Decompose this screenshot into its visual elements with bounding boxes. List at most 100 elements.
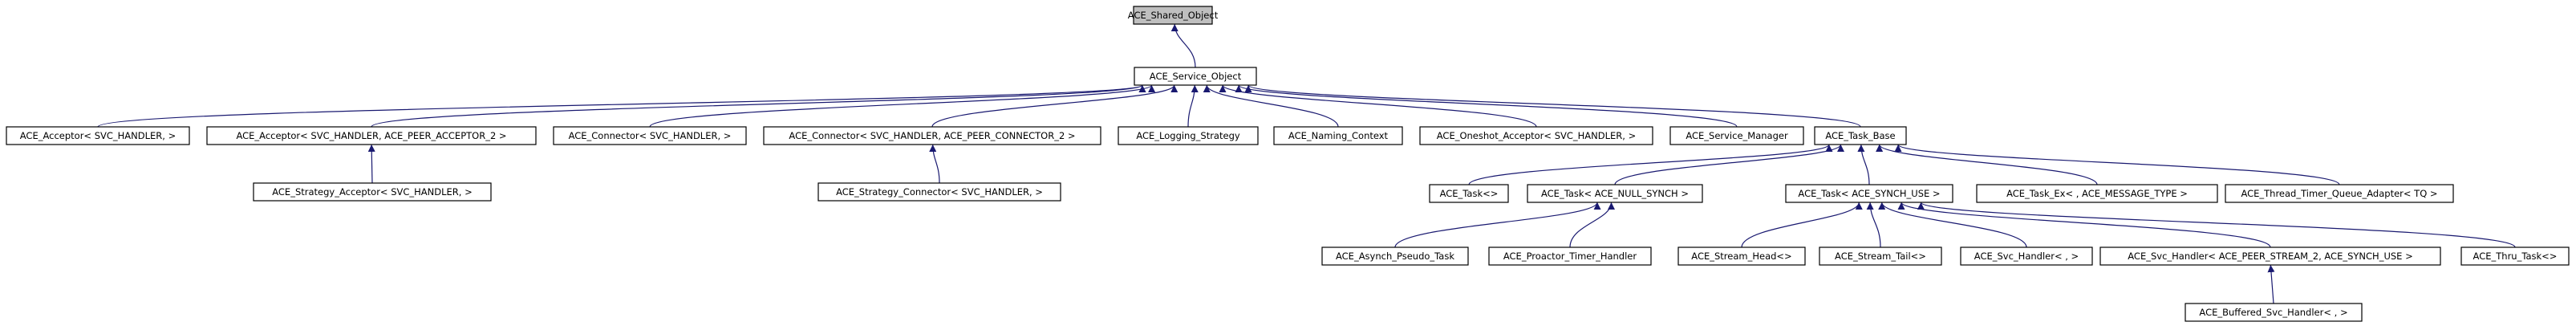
class-box	[1527, 184, 1703, 203]
class-node-acceptor[interactable]: ACE_Acceptor< SVC_HANDLER, >	[6, 126, 190, 145]
class-node-svc-handler[interactable]: ACE_Svc_Handler< , >	[1960, 246, 2093, 266]
class-box	[1134, 67, 1257, 86]
inheritance-edge-stream-tail-to-task-synch-use	[1866, 202, 1881, 248]
class-box	[1960, 246, 2093, 266]
inheritance-edge-stream-head-to-task-synch-use	[1741, 202, 1863, 248]
class-box	[763, 126, 1101, 145]
inheritance-edge-svc-handler-peer-to-task-synch-use	[1897, 202, 2271, 248]
class-node-task-synch-use[interactable]: ACE_Task< ACE_SYNCH_USE >	[1785, 184, 1953, 203]
inheritance-edge-thread-timer-queue-adapter-to-task-base	[1894, 144, 2340, 185]
class-box	[206, 126, 537, 145]
class-label: ACE_Service_Manager	[1686, 130, 1788, 141]
class-node-proactor-timer-handler[interactable]: ACE_Proactor_Timer_Handler	[1488, 246, 1652, 266]
class-box	[1273, 126, 1403, 145]
class-box	[2185, 303, 2363, 322]
class-label: ACE_Thread_Timer_Queue_Adapter< TQ >	[2241, 188, 2437, 199]
class-box	[1785, 184, 1953, 203]
class-node-shared-object[interactable]: ACE_Shared_Object	[1128, 6, 1219, 25]
class-label: ACE_Task< ACE_NULL_SYNCH >	[1541, 188, 1689, 199]
class-label: ACE_Strategy_Acceptor< SVC_HANDLER, >	[272, 186, 473, 198]
class-box	[1677, 246, 1806, 266]
class-label: ACE_Service_Object	[1150, 71, 1242, 82]
inheritance-edge-connector-peer-to-service-object	[931, 84, 1178, 128]
class-label: ACE_Strategy_Connector< SVC_HANDLER, >	[836, 186, 1043, 198]
edges-layer	[97, 23, 2516, 304]
class-node-service-manager[interactable]: ACE_Service_Manager	[1669, 126, 1804, 145]
class-label: ACE_Logging_Strategy	[1136, 130, 1240, 141]
class-box	[2099, 246, 2441, 266]
inheritance-edge-buffered-svc-handler-to-svc-handler-peer	[2267, 264, 2275, 304]
class-label: ACE_Asynch_Pseudo_Task	[1336, 251, 1454, 262]
inheritance-edge-strategy-acceptor-to-acceptor-peer	[367, 144, 375, 184]
class-box	[2460, 246, 2570, 266]
inheritance-edge-service-manager-to-service-object	[1235, 84, 1738, 128]
class-node-buffered-svc-handler[interactable]: ACE_Buffered_Svc_Handler< , >	[2185, 303, 2363, 322]
class-node-stream-head[interactable]: ACE_Stream_Head<>	[1677, 246, 1806, 266]
inheritance-edge-acceptor-to-service-object	[97, 84, 1146, 128]
inheritance-edge-task-null-synch-to-task-base	[1614, 144, 1844, 185]
class-node-strategy-connector[interactable]: ACE_Strategy_Connector< SVC_HANDLER, >	[817, 182, 1061, 202]
class-box	[553, 126, 747, 145]
class-label: ACE_Acceptor< SVC_HANDLER, ACE_PEER_ACCE…	[236, 130, 506, 141]
class-node-asynch-pseudo-task[interactable]: ACE_Asynch_Pseudo_Task	[1321, 246, 1469, 266]
class-box	[6, 126, 190, 145]
class-label: ACE_Proactor_Timer_Handler	[1503, 251, 1637, 262]
inheritance-edge-oneshot-acceptor-to-service-object	[1219, 84, 1537, 128]
class-box	[1488, 246, 1652, 266]
class-box	[1429, 184, 1509, 203]
class-node-connector[interactable]: ACE_Connector< SVC_HANDLER, >	[553, 126, 747, 145]
class-label: ACE_Shared_Object	[1128, 10, 1219, 21]
class-node-task-empty[interactable]: ACE_Task<>	[1429, 184, 1509, 203]
class-label: ACE_Acceptor< SVC_HANDLER, >	[20, 130, 176, 141]
class-label: ACE_Task< ACE_SYNCH_USE >	[1798, 188, 1940, 199]
inheritance-edge-task-ex-to-task-base	[1876, 144, 2098, 185]
class-label: ACE_Naming_Context	[1288, 130, 1389, 141]
inheritance-edge-svc-handler-to-task-synch-use	[1878, 202, 2027, 248]
inheritance-edge-logging-strategy-to-service-object	[1187, 84, 1199, 128]
inheritance-edge-task-empty-to-task-base	[1468, 144, 1833, 185]
class-node-svc-handler-peer[interactable]: ACE_Svc_Handler< ACE_PEER_STREAM_2, ACE_…	[2099, 246, 2441, 266]
class-label: ACE_Stream_Head<>	[1691, 251, 1791, 262]
inheritance-edge-naming-context-to-service-object	[1203, 84, 1339, 128]
class-node-thru-task[interactable]: ACE_Thru_Task<>	[2460, 246, 2570, 266]
class-node-acceptor-peer[interactable]: ACE_Acceptor< SVC_HANDLER, ACE_PEER_ACCE…	[206, 126, 537, 145]
class-box	[253, 182, 492, 202]
class-node-task-null-synch[interactable]: ACE_Task< ACE_NULL_SYNCH >	[1527, 184, 1703, 203]
inheritance-edge-connector-to-service-object	[649, 84, 1155, 128]
class-label: ACE_Task_Ex< , ACE_MESSAGE_TYPE >	[2006, 188, 2188, 199]
class-node-task-ex[interactable]: ACE_Task_Ex< , ACE_MESSAGE_TYPE >	[1976, 184, 2218, 203]
class-label: ACE_Svc_Handler< ACE_PEER_STREAM_2, ACE_…	[2128, 251, 2412, 262]
class-node-strategy-acceptor[interactable]: ACE_Strategy_Acceptor< SVC_HANDLER, >	[253, 182, 492, 202]
class-node-thread-timer-queue-adapter[interactable]: ACE_Thread_Timer_Queue_Adapter< TQ >	[2225, 184, 2454, 203]
class-label: ACE_Svc_Handler< , >	[1974, 251, 2079, 262]
class-box	[1118, 126, 1259, 145]
nodes-layer: ACE_Shared_ObjectACE_Service_ObjectACE_A…	[6, 6, 2570, 322]
class-label: ACE_Connector< SVC_HANDLER, >	[569, 130, 732, 141]
class-box	[1321, 246, 1469, 266]
class-node-logging-strategy[interactable]: ACE_Logging_Strategy	[1118, 126, 1259, 145]
class-node-service-object[interactable]: ACE_Service_Object	[1134, 67, 1257, 86]
class-node-oneshot-acceptor[interactable]: ACE_Oneshot_Acceptor< SVC_HANDLER, >	[1419, 126, 1653, 145]
class-node-task-base[interactable]: ACE_Task_Base	[1814, 126, 1907, 145]
class-label: ACE_Task_Base	[1825, 130, 1895, 141]
inheritance-edge-asynch-pseudo-task-to-task-null-synch	[1394, 202, 1601, 248]
class-label: ACE_Oneshot_Acceptor< SVC_HANDLER, >	[1437, 130, 1636, 141]
inheritance-edge-proactor-timer-handler-to-task-null-synch	[1569, 202, 1615, 248]
class-node-naming-context[interactable]: ACE_Naming_Context	[1273, 126, 1403, 145]
class-box	[1669, 126, 1804, 145]
inheritance-edge-service-object-to-shared-object	[1170, 23, 1196, 68]
class-box	[1976, 184, 2218, 203]
inheritance-edge-acceptor-peer-to-service-object	[371, 84, 1146, 128]
class-label: ACE_Buffered_Svc_Handler< , >	[2199, 307, 2347, 318]
class-node-stream-tail[interactable]: ACE_Stream_Tail<>	[1819, 246, 1942, 266]
class-label: ACE_Task<>	[1440, 188, 1499, 199]
class-label: ACE_Connector< SVC_HANDLER, ACE_PEER_CON…	[789, 130, 1075, 141]
inheritance-edge-thru-task-to-task-synch-use	[1917, 202, 2516, 248]
class-box	[1133, 6, 1213, 25]
class-label: ACE_Stream_Tail<>	[1835, 251, 1926, 262]
class-box	[1419, 126, 1653, 145]
class-node-connector-peer[interactable]: ACE_Connector< SVC_HANDLER, ACE_PEER_CON…	[763, 126, 1101, 145]
inheritance-edge-task-base-to-service-object	[1244, 84, 1861, 128]
inheritance-edge-task-synch-use-to-task-base	[1857, 144, 1870, 185]
